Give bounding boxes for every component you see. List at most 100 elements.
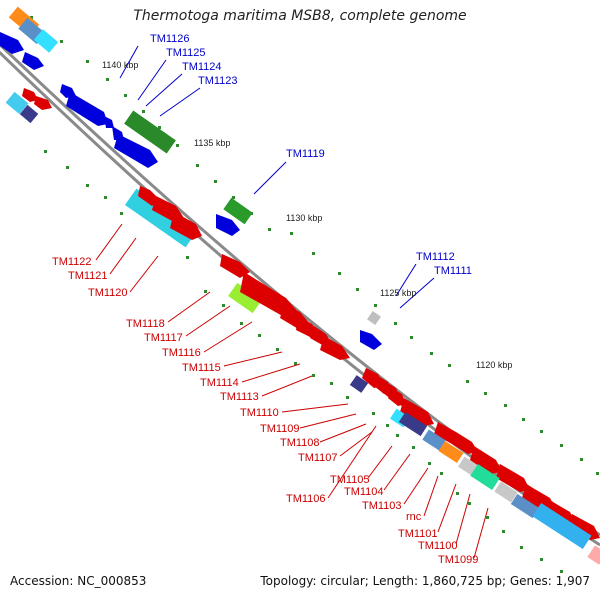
scale-tick xyxy=(504,404,507,407)
gene-arrow-red[interactable] xyxy=(496,464,530,492)
gene-arrow-blue[interactable] xyxy=(360,330,382,350)
leader-line xyxy=(167,291,211,323)
gene-block-cyan[interactable] xyxy=(532,502,592,550)
gene-block-cyan[interactable] xyxy=(33,29,59,53)
leader-line xyxy=(319,423,367,443)
scale-tick xyxy=(560,444,563,447)
gene-arrow-red[interactable] xyxy=(22,88,38,102)
gene-arrow-blue[interactable] xyxy=(216,214,240,236)
scale-tick xyxy=(312,374,315,377)
gene-label-reverse[interactable]: TM1117 xyxy=(144,332,183,344)
gene-arrow-red[interactable] xyxy=(568,514,600,540)
gene-arrow-red[interactable] xyxy=(470,446,502,474)
gene-arrow-blue[interactable] xyxy=(114,134,158,168)
scale-tick xyxy=(486,516,489,519)
scale-tick xyxy=(86,184,89,187)
scale-tick xyxy=(440,472,443,475)
gene-arrow-red[interactable] xyxy=(34,96,52,110)
scale-tick xyxy=(214,180,217,183)
map-title: Thermotoga maritima MSB8, complete genom… xyxy=(133,8,467,24)
gene-block-grey[interactable] xyxy=(367,311,381,325)
leader-line xyxy=(299,413,357,429)
leader-line xyxy=(119,45,139,79)
gene-label-reverse[interactable]: TM1121 xyxy=(68,270,108,282)
gene-block-green[interactable] xyxy=(124,110,176,154)
gene-label-forward[interactable]: TM1124 xyxy=(182,61,222,73)
gene-label-forward[interactable]: TM1126 xyxy=(150,33,190,45)
leader-line xyxy=(423,475,439,517)
gene-label-reverse[interactable]: TM1105 xyxy=(330,474,370,486)
scale-tick xyxy=(276,348,279,351)
gene-label-reverse[interactable]: TM1104 xyxy=(344,486,384,498)
gene-label-reverse[interactable]: TM1109 xyxy=(260,423,300,435)
gene-arrow-blue[interactable] xyxy=(22,52,44,70)
leader-line xyxy=(399,277,435,309)
gene-label-reverse[interactable]: TM1120 xyxy=(88,287,128,299)
gene-block-steelblue[interactable] xyxy=(510,493,540,519)
gene-arrow-red[interactable] xyxy=(400,398,434,426)
scale-tick xyxy=(44,150,47,153)
gene-arrow-blue[interactable] xyxy=(0,32,24,54)
leader-line xyxy=(129,255,159,293)
gene-label-forward[interactable]: TM1111 xyxy=(434,265,472,277)
gene-label-reverse[interactable]: TM1106 xyxy=(286,493,326,505)
scale-tick xyxy=(522,418,525,421)
gene-block-navy[interactable] xyxy=(19,104,39,124)
accession-label: Accession: NC_000853 xyxy=(10,574,147,588)
leader-line xyxy=(339,431,373,457)
gene-label-forward[interactable]: TM1123 xyxy=(198,75,238,87)
leader-line xyxy=(383,453,411,491)
gene-label-forward[interactable]: TM1119 xyxy=(286,148,325,160)
gene-block-navy[interactable] xyxy=(398,411,428,437)
leader-line xyxy=(327,425,377,499)
gene-label-forward[interactable]: TM1112 xyxy=(416,251,455,263)
gene-arrow-red[interactable] xyxy=(388,388,406,406)
gene-block-lime[interactable] xyxy=(228,282,262,314)
gene-arrow-red[interactable] xyxy=(220,254,250,278)
gene-arrow-red[interactable] xyxy=(138,186,160,206)
gene-block-orange[interactable] xyxy=(438,440,464,464)
leader-line xyxy=(281,403,349,413)
gene-label-reverse[interactable]: TM1113 xyxy=(220,391,259,403)
gene-label-reverse[interactable]: TM1101 xyxy=(398,528,438,540)
gene-block-grey[interactable] xyxy=(494,481,518,503)
leader-line xyxy=(137,59,167,101)
scale-label: 1120 kbp xyxy=(476,360,512,370)
gene-label-reverse[interactable]: TM1100 xyxy=(418,540,458,552)
gene-label-reverse[interactable]: TM1114 xyxy=(200,377,239,389)
gene-arrow-blue[interactable] xyxy=(104,116,114,128)
gene-label-reverse[interactable]: TM1122 xyxy=(52,256,92,268)
gene-block-steelblue[interactable] xyxy=(422,429,446,451)
gene-label-reverse[interactable]: TM1118 xyxy=(126,318,165,330)
gene-label-reverse[interactable]: TM1099 xyxy=(438,554,478,566)
gene-block-cyan[interactable] xyxy=(5,91,29,115)
leader-line xyxy=(241,363,301,383)
gene-label-reverse[interactable]: rnc xyxy=(406,511,422,523)
genome-summary: Topology: circular; Length: 1,860,725 bp… xyxy=(260,574,590,588)
scale-tick xyxy=(104,196,107,199)
gene-label-reverse[interactable]: TM1108 xyxy=(280,437,320,449)
gene-arrow-red[interactable] xyxy=(452,432,478,454)
gene-label-reverse[interactable]: TM1107 xyxy=(298,452,338,464)
gene-block-grey[interactable] xyxy=(458,456,478,476)
gene-label-reverse[interactable]: TM1103 xyxy=(362,500,402,512)
leader-line xyxy=(203,321,253,353)
leader-line xyxy=(261,375,313,397)
gene-block-navy[interactable] xyxy=(349,375,369,393)
gene-arrow-red[interactable] xyxy=(542,498,576,526)
gene-block-green[interactable] xyxy=(223,197,253,225)
leader-line xyxy=(395,263,417,297)
gene-block-pink[interactable] xyxy=(587,545,600,565)
scale-tick xyxy=(66,166,69,169)
gene-arrow-red[interactable] xyxy=(170,212,202,240)
gene-label-reverse[interactable]: TM1115 xyxy=(182,362,221,374)
gene-label-forward[interactable]: TM1125 xyxy=(166,47,206,59)
gene-arrow-blue[interactable] xyxy=(66,92,108,126)
forward-gene-labels: TM1126TM1125TM1124TM1123TM1119TM1112TM11… xyxy=(150,33,472,277)
leader-line xyxy=(223,351,283,367)
gene-arrow-red[interactable] xyxy=(320,336,350,360)
gene-label-reverse[interactable]: TM1110 xyxy=(240,407,279,419)
gene-label-reverse[interactable]: TM1116 xyxy=(162,347,201,359)
scale-tick xyxy=(240,322,243,325)
gene-block-green[interactable] xyxy=(470,464,500,490)
